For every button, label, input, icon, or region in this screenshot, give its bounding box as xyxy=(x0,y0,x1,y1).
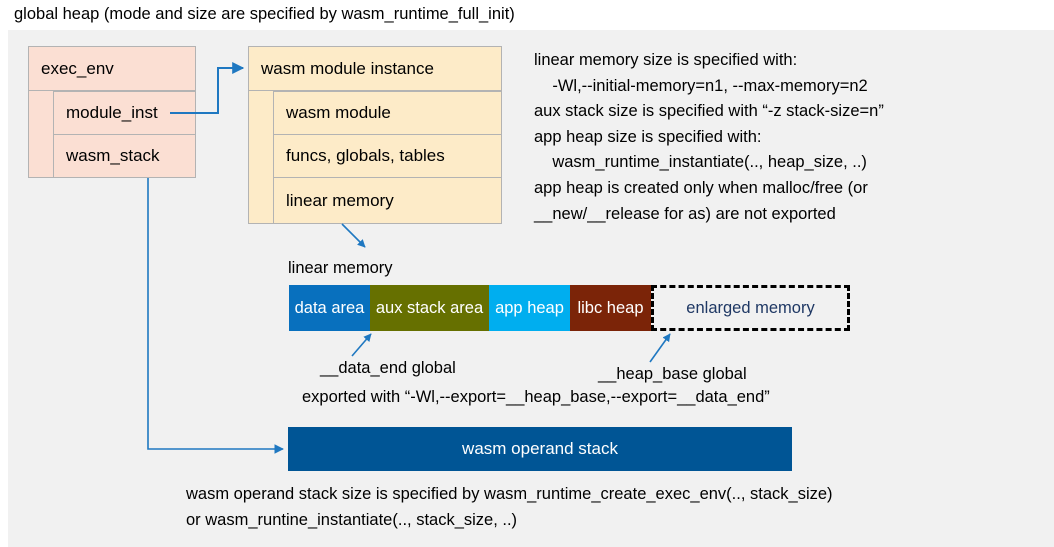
module-instance-field-wasm-module: wasm module xyxy=(273,91,502,135)
linear-memory-notes-line-5: wasm_runtime_instantiate(.., heap_size, … xyxy=(534,153,867,172)
operand-stack-notes-line-1: wasm operand stack size is specified by … xyxy=(186,485,833,503)
page-title: global heap (mode and size are specified… xyxy=(14,5,515,23)
memory-segment-enlarged-memory: enlarged memory xyxy=(651,285,850,331)
exec-env-header-label: exec_env xyxy=(41,58,114,78)
exported-with-caption: exported with “-Wl,--export=__heap_base,… xyxy=(302,388,770,406)
exec-env-field-wasm-stack: wasm_stack xyxy=(53,134,196,178)
module-instance-field-funcs-globals-tables: funcs, globals, tables xyxy=(273,134,502,178)
module-instance-header-label: wasm module instance xyxy=(261,58,434,78)
memory-segment-aux-stack-area: aux stack area xyxy=(370,285,489,331)
operand-stack-notes: wasm operand stack size is specified by … xyxy=(186,482,1026,533)
module-instance-header: wasm module instance xyxy=(248,46,502,91)
linear-memory-notes-line-4: app heap size is specified with: xyxy=(534,127,762,146)
exec-env-field-module-inst: module_inst xyxy=(53,91,196,135)
exec-env-field-wasm-stack-label: wasm_stack xyxy=(66,146,160,165)
memory-segment-data-area-label: data area xyxy=(294,298,365,317)
module-instance-field-linear-memory: linear memory xyxy=(273,177,502,224)
heap-base-global-caption: __heap_base global xyxy=(598,365,747,383)
module-instance-field-wasm-module-label: wasm module xyxy=(286,103,391,122)
linear-memory-notes: linear memory size is specified with: -W… xyxy=(534,48,1034,227)
memory-segment-aux-stack-area-label: aux stack area xyxy=(375,298,484,317)
memory-segment-libc-heap-label: libc heap xyxy=(577,298,644,317)
memory-segment-app-heap: app heap xyxy=(489,285,570,331)
exec-env-field-module-inst-label: module_inst xyxy=(66,103,158,122)
exec-env-header: exec_env xyxy=(28,46,196,91)
module-instance-field-funcs-globals-tables-label: funcs, globals, tables xyxy=(286,146,445,165)
operand-stack-notes-line-2: or wasm_runtine_instantiate(.., stack_si… xyxy=(186,510,518,529)
data-end-global-caption: __data_end global xyxy=(320,359,456,377)
memory-segment-enlarged-memory-label: enlarged memory xyxy=(686,298,815,317)
linear-memory-bar-label: linear memory xyxy=(288,259,393,277)
wasm-operand-stack-label: wasm operand stack xyxy=(462,439,618,458)
memory-segment-data-area: data area xyxy=(289,285,370,331)
linear-memory-notes-line-3: aux stack size is specified with “-z sta… xyxy=(534,102,884,121)
linear-memory-bar: data area aux stack area app heap libc h… xyxy=(289,285,850,331)
linear-memory-notes-line-6: app heap is created only when malloc/fre… xyxy=(534,178,868,197)
module-instance-field-linear-memory-label: linear memory xyxy=(286,190,394,210)
wasm-operand-stack-box: wasm operand stack xyxy=(288,427,792,471)
memory-segment-libc-heap: libc heap xyxy=(570,285,651,331)
linear-memory-notes-line-2: -Wl,--initial-memory=n1, --max-memory=n2 xyxy=(534,76,868,95)
linear-memory-notes-line-7: __new/__release for as) are not exported xyxy=(534,204,836,223)
linear-memory-notes-line-1: linear memory size is specified with: xyxy=(534,51,798,69)
memory-segment-app-heap-label: app heap xyxy=(495,298,564,317)
